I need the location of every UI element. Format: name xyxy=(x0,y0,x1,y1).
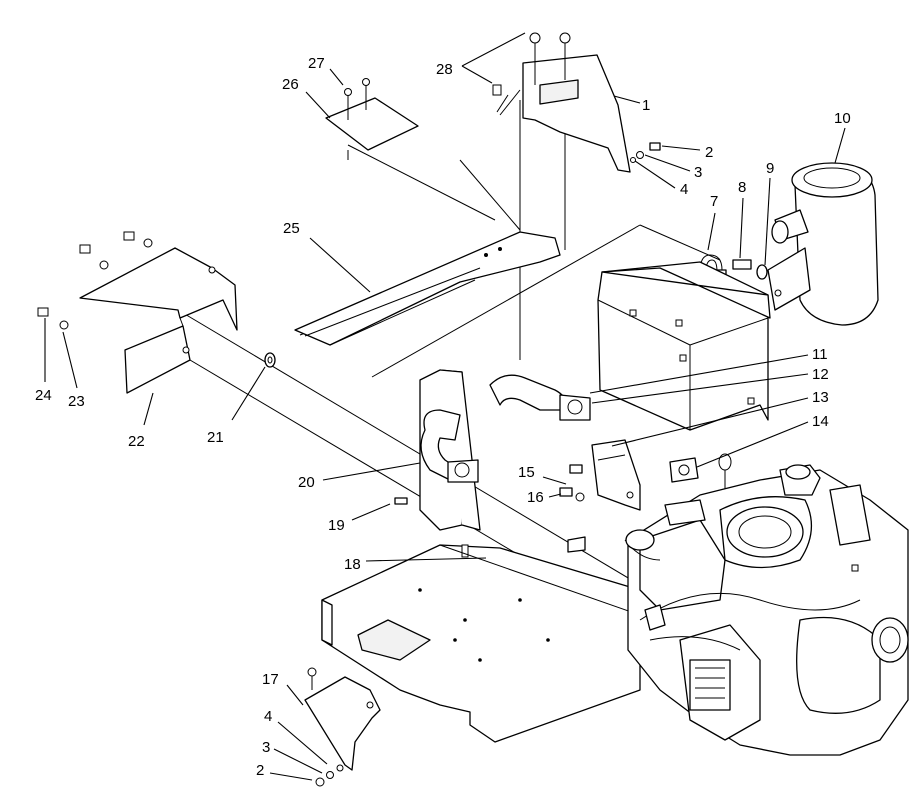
callout-8: 8 xyxy=(738,179,746,196)
part-9-washer xyxy=(756,264,768,280)
callout-23: 23 xyxy=(68,393,85,410)
screw-27 xyxy=(344,88,352,96)
callout-labels: 1 2 3 4 7 8 9 10 11 12 13 14 15 16 17 18… xyxy=(35,55,851,779)
engine xyxy=(624,464,909,756)
callout-10: 10 xyxy=(834,110,851,127)
callout-14: 14 xyxy=(812,413,829,430)
callout-12: 12 xyxy=(812,366,829,383)
part-1-upper-bracket xyxy=(492,32,631,173)
callout-7: 7 xyxy=(710,193,718,210)
part-8-bolt xyxy=(732,259,752,270)
part-10-air-cleaner xyxy=(767,162,879,326)
part-19-bolt xyxy=(394,497,408,505)
callout-17: 17 xyxy=(262,671,279,688)
callout-11: 11 xyxy=(812,346,828,363)
callout-20: 20 xyxy=(298,474,315,491)
callout-13: 13 xyxy=(812,389,829,406)
callout-15: 15 xyxy=(518,464,535,481)
part-20-exhaust-pipe xyxy=(419,369,591,531)
callout-22: 22 xyxy=(128,433,145,450)
part-26-cover-plate xyxy=(325,78,419,160)
part-13-bracket xyxy=(591,439,641,511)
part-25-channel xyxy=(294,231,561,346)
callout-27: 27 xyxy=(308,55,325,72)
callout-16: 16 xyxy=(527,489,544,506)
callout-4-upper: 4 xyxy=(680,181,688,198)
part-17-lower-shield xyxy=(304,667,381,787)
base-frame xyxy=(321,544,641,743)
callout-21: 21 xyxy=(207,429,224,446)
callout-2-upper: 2 xyxy=(705,144,713,161)
hardware-15-16 xyxy=(559,464,586,553)
part-22-left-shield xyxy=(37,231,238,394)
callout-1: 1 xyxy=(642,97,650,114)
part-21-washer xyxy=(264,352,276,368)
callout-9: 9 xyxy=(766,160,774,177)
callout-25: 25 xyxy=(283,220,300,237)
callout-24: 24 xyxy=(35,387,52,404)
callout-4-lower: 4 xyxy=(264,708,272,725)
callout-2-lower: 2 xyxy=(256,762,264,779)
callout-18: 18 xyxy=(344,556,361,573)
leader-lines xyxy=(44,32,846,781)
engine-mount-bracket xyxy=(597,261,771,431)
callout-3-upper: 3 xyxy=(694,164,702,181)
callout-19: 19 xyxy=(328,517,345,534)
callout-26: 26 xyxy=(282,76,299,93)
hardware-2-3-4-upper xyxy=(630,142,661,163)
callout-3-lower: 3 xyxy=(262,739,270,756)
callout-28: 28 xyxy=(436,61,453,78)
part-14-gasket xyxy=(669,453,732,490)
